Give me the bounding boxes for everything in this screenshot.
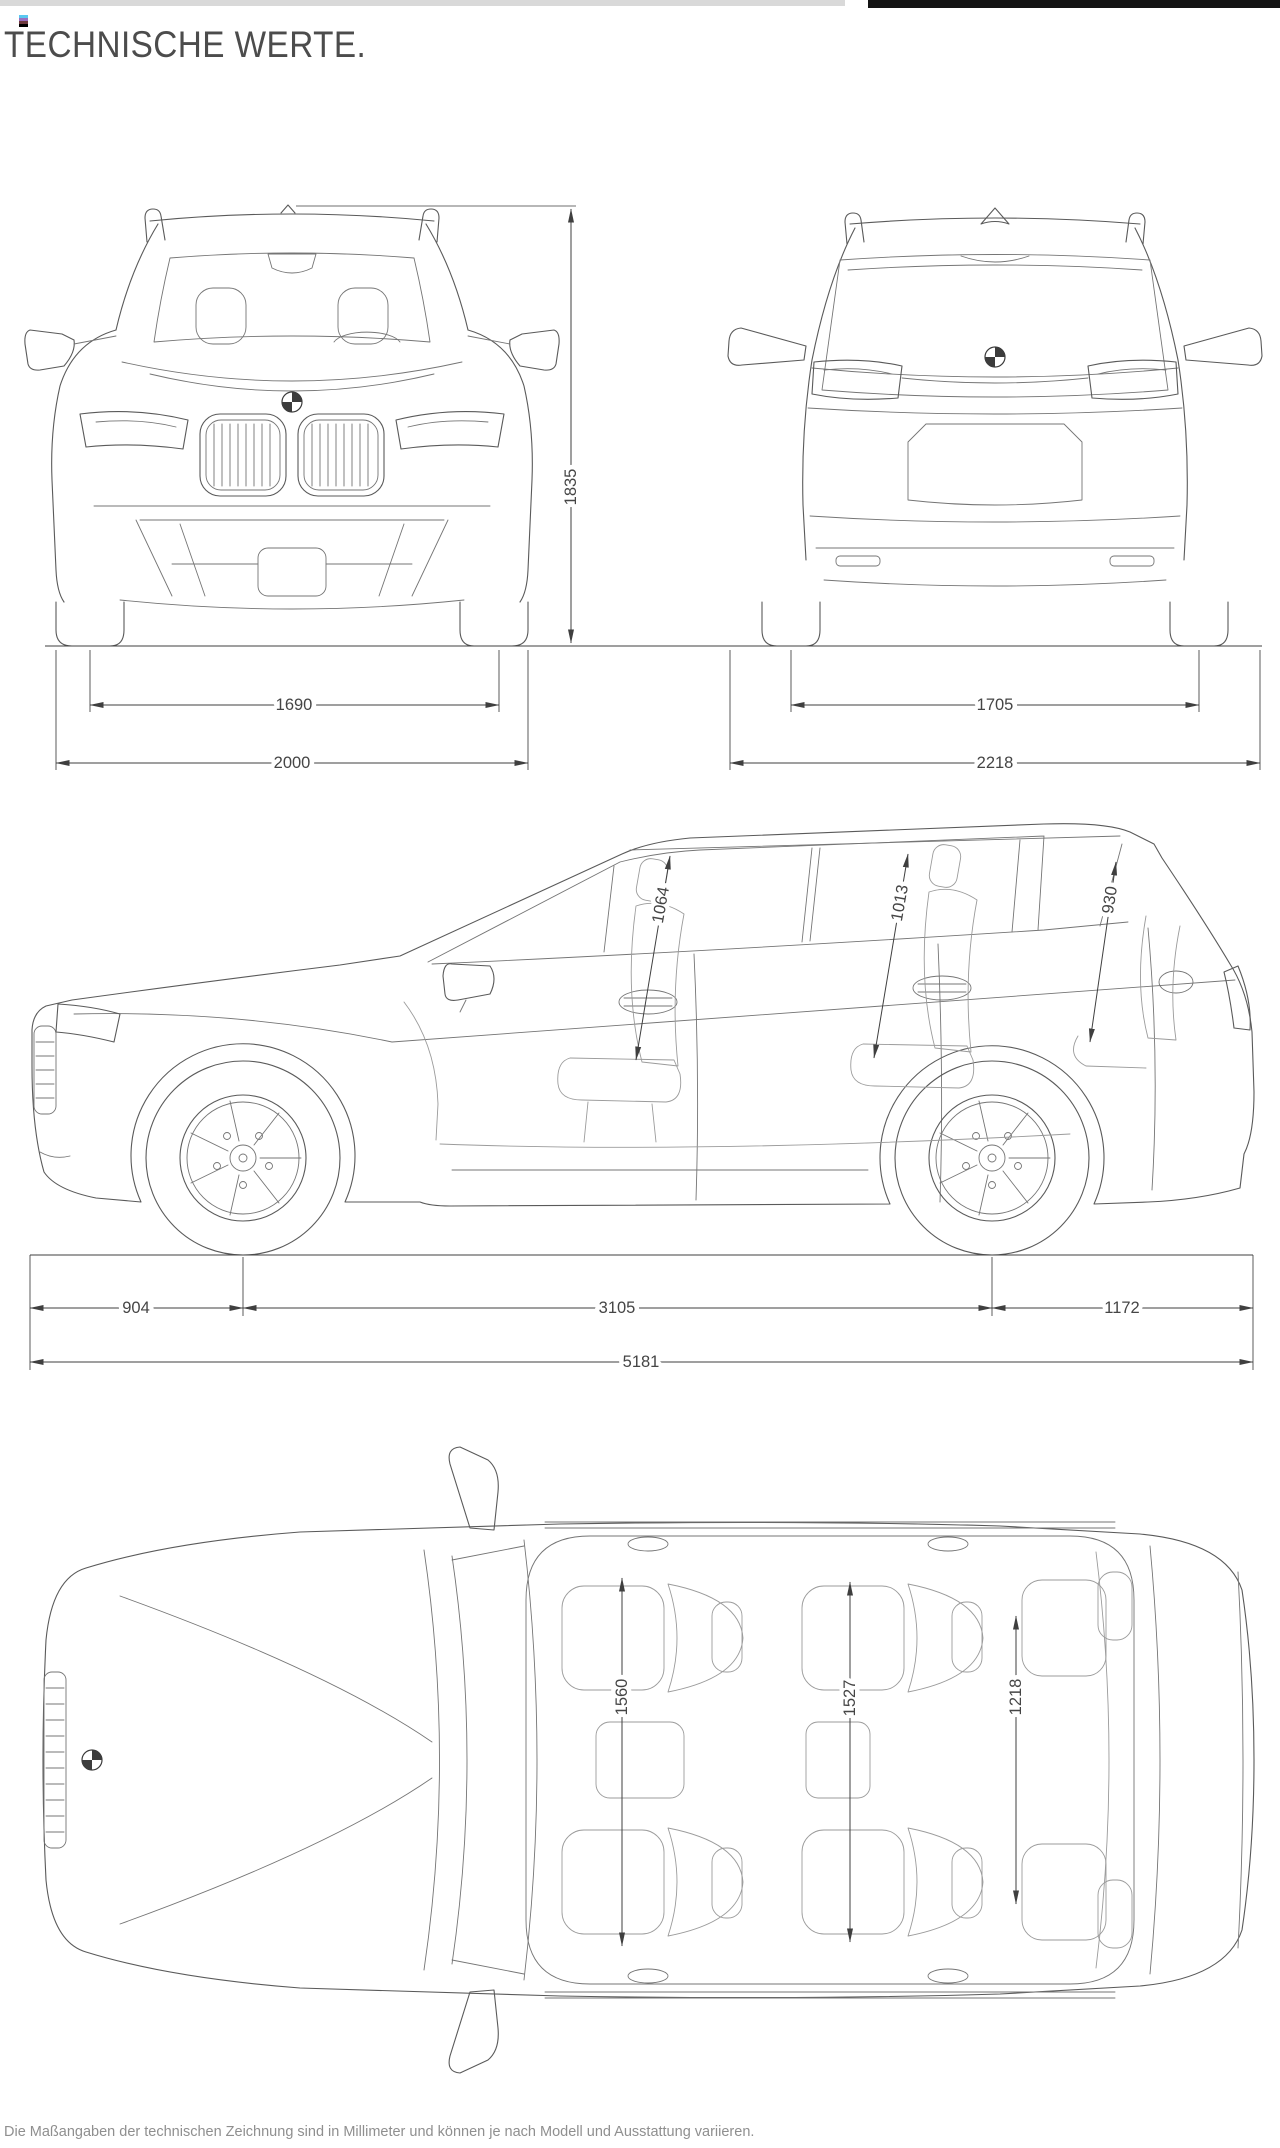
svg-text:1705: 1705 xyxy=(977,696,1014,714)
front-left-mirror xyxy=(24,329,117,371)
svg-text:1690: 1690 xyxy=(276,696,313,714)
top-bar-black xyxy=(868,0,1280,8)
svg-text:930: 930 xyxy=(1099,885,1121,915)
svg-text:1527: 1527 xyxy=(841,1680,859,1717)
top-bar-gray xyxy=(0,0,845,6)
svg-text:1835: 1835 xyxy=(562,469,580,506)
top-view-drawing: 1560 1527 1218 xyxy=(42,1446,1255,2074)
footer-note: Die Maßangaben der technischen Zeichnung… xyxy=(4,2124,755,2140)
dim-headroom-row1: 1064 xyxy=(635,855,678,1061)
dim-headroom-row3: 930 xyxy=(1088,861,1126,1043)
dim-headroom-row2: 1013 xyxy=(873,853,917,1059)
bmw-roundel-icon xyxy=(81,1749,103,1771)
front-wheel xyxy=(145,1060,341,1256)
dim-overall-height: 1835 xyxy=(296,205,585,644)
rear-left-mirror xyxy=(727,327,807,366)
top-grille xyxy=(43,1671,67,1849)
dim-overall-length: 5181 xyxy=(29,1349,1254,1376)
front-right-mirror xyxy=(467,329,560,371)
side-mirror xyxy=(442,963,495,1013)
dim-interior-width-row2: 1527 xyxy=(837,1581,864,1943)
front-view-drawing xyxy=(24,204,560,647)
svg-text:5181: 5181 xyxy=(623,1353,660,1371)
door-handles xyxy=(618,975,972,1015)
page-title: TECHNISCHE WERTE. xyxy=(4,24,367,65)
svg-text:1013: 1013 xyxy=(888,883,912,922)
dim-rear-track: 1705 xyxy=(790,650,1200,719)
bmw-roundel-icon xyxy=(984,346,1006,368)
svg-text:2000: 2000 xyxy=(274,754,311,772)
svg-text:1560: 1560 xyxy=(613,1679,631,1716)
svg-text:904: 904 xyxy=(122,1299,150,1317)
side-interior-lines xyxy=(403,844,1181,1148)
color-registration-mark xyxy=(19,15,28,27)
rear-right-mirror xyxy=(1183,327,1263,366)
top-mirrors xyxy=(448,1446,499,2074)
svg-text:1064: 1064 xyxy=(649,885,673,924)
svg-text:1172: 1172 xyxy=(1104,1299,1139,1317)
dim-rear-overhang: 1172 xyxy=(991,1255,1254,1370)
rear-view-drawing xyxy=(727,207,1263,647)
dim-wheelbase: 3105 xyxy=(242,1257,993,1322)
dim-interior-width-row3: 1218 xyxy=(1003,1615,1030,1905)
dim-interior-width-row1: 1560 xyxy=(609,1577,636,1947)
svg-text:2218: 2218 xyxy=(977,754,1014,772)
dim-front-overhang: 904 xyxy=(29,1255,244,1370)
kidney-grille xyxy=(199,413,385,497)
rear-wheel xyxy=(894,1060,1090,1256)
svg-text:1218: 1218 xyxy=(1007,1679,1025,1716)
bmw-roundel-icon xyxy=(281,391,303,413)
side-view-drawing: 1064 1013 930 xyxy=(31,823,1255,1256)
top-seats xyxy=(561,1551,1133,1969)
dim-front-track: 1690 xyxy=(89,650,500,719)
svg-text:3105: 3105 xyxy=(599,1299,636,1317)
